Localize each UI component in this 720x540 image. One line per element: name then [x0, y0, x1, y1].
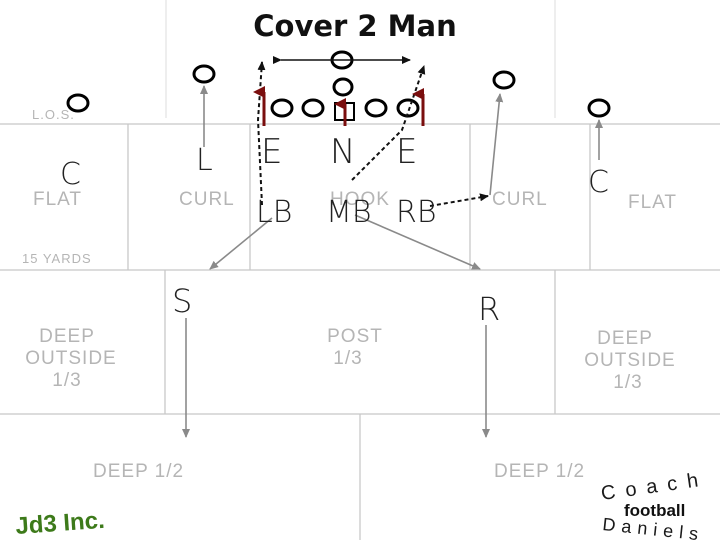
- nose-label: N: [330, 132, 355, 172]
- routes: [182, 56, 603, 438]
- lb-drop-to-safety: [209, 217, 273, 270]
- safety-label: S: [172, 282, 192, 320]
- slot-receiver-right: [492, 70, 516, 90]
- flat-left-label: FLAT: [33, 189, 82, 210]
- wide-receiver-left: [66, 93, 90, 113]
- deep-outside-right-line1: DEEP: [597, 328, 653, 349]
- lb-label: LB: [256, 195, 292, 230]
- deep-outside-left-line1: DEEP: [39, 326, 95, 347]
- zone-labels: L.O.S. FLAT CURL HOOK CURL FLAT 15 YARDS…: [22, 107, 677, 482]
- rush-arrows: [253, 86, 425, 126]
- linebacker-l-label: L: [196, 143, 213, 178]
- lb-blitz-route: [256, 61, 266, 206]
- deep-half-right-label: DEEP 1/2: [494, 461, 585, 482]
- hook-label: HOOK: [330, 189, 390, 210]
- coach-logo-text: Coach: [600, 468, 710, 505]
- jd3-logo: Jd3 Inc.: [15, 507, 106, 540]
- offensive-lineman: [301, 98, 325, 118]
- post-line1: POST: [327, 326, 383, 347]
- offensive-lineman: [364, 98, 388, 118]
- rb-label: RB: [396, 195, 437, 230]
- rover-label: R: [478, 290, 500, 328]
- coach-daniels-logo: Coach football Daniels: [600, 468, 710, 540]
- football-logo-text: football: [624, 501, 685, 520]
- deep-outside-right-line3: 1/3: [613, 372, 642, 393]
- slot-receiver-left: [192, 64, 216, 84]
- slot-right-route: [489, 93, 504, 196]
- mb-drop-to-rover: [354, 214, 481, 270]
- deep-outside-right-line2: OUTSIDE: [584, 350, 675, 371]
- corner-right-label: C: [588, 165, 609, 200]
- curl-left-label: CURL: [179, 189, 235, 210]
- play-title: Cover 2 Man: [253, 9, 457, 43]
- offensive-lineman: [396, 98, 420, 118]
- corner-left-label: C: [60, 157, 81, 192]
- offense-formation: [66, 50, 611, 121]
- offensive-lineman: [270, 98, 294, 118]
- defenders: C L E N E LB MB RB C S R: [60, 132, 609, 328]
- flat-right-label: FLAT: [628, 192, 677, 213]
- jd3-logo-text: Jd3 Inc.: [15, 507, 106, 540]
- curl-right-label: CURL: [492, 189, 548, 210]
- end-left-label: E: [261, 132, 282, 172]
- end-right-label: E: [396, 132, 417, 172]
- rb-drop-route: [429, 193, 489, 207]
- mb-label: MB: [326, 195, 372, 230]
- wide-receiver-right: [587, 98, 611, 118]
- deep-half-left-label: DEEP 1/2: [93, 461, 184, 482]
- deep-outside-left-line3: 1/3: [52, 370, 81, 391]
- mb-route: [351, 65, 426, 181]
- los-label: L.O.S.: [32, 107, 75, 122]
- fifteen-yards-label: 15 YARDS: [22, 251, 92, 266]
- post-line2: 1/3: [333, 348, 362, 369]
- deep-outside-left-line2: OUTSIDE: [25, 348, 116, 369]
- quarterback: [332, 77, 354, 97]
